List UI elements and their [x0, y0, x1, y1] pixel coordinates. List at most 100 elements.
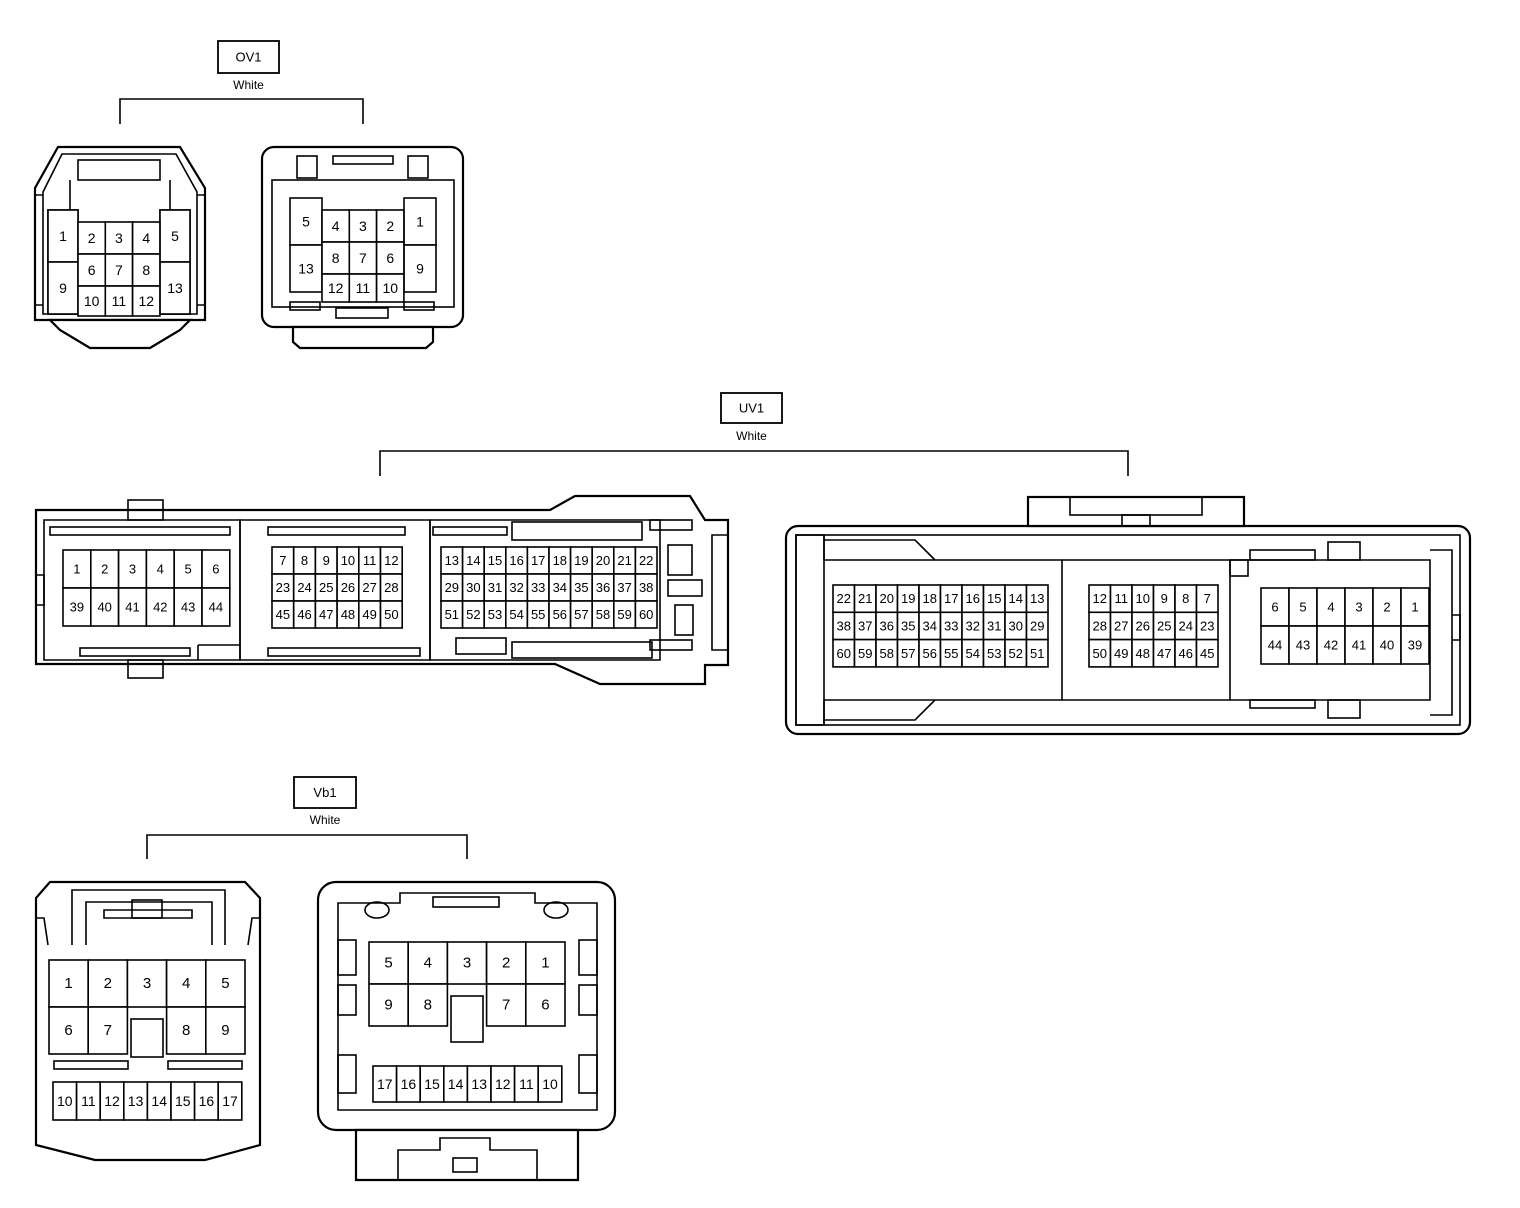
- pin-number: 12: [1093, 591, 1107, 606]
- pin-number: 2: [1383, 600, 1390, 615]
- pin-number: 35: [574, 580, 588, 595]
- pin-number: 16: [509, 553, 523, 568]
- pin-number: 13: [445, 553, 459, 568]
- vb1-color-label: White: [310, 813, 341, 827]
- pin-number: 13: [1030, 591, 1044, 606]
- pin-cell: [48, 1006, 90, 1055]
- pin-number: 12: [384, 553, 398, 568]
- pin-number: 31: [488, 580, 502, 595]
- pin-cavity-empty: [130, 1018, 164, 1058]
- pin-number: 25: [1157, 618, 1171, 633]
- pin-number: 33: [531, 580, 545, 595]
- pin-number: 28: [384, 580, 398, 595]
- pin-cell: [634, 600, 658, 629]
- pin-number: 2: [386, 218, 394, 234]
- pin-number: 31: [987, 618, 1001, 633]
- pin-number: 30: [1009, 618, 1023, 633]
- pin-cell: [205, 959, 246, 1008]
- pin-number: 17: [377, 1076, 393, 1092]
- pin-cell: [375, 273, 405, 303]
- pin-number: 1: [64, 975, 72, 992]
- pin-number: 6: [1271, 600, 1278, 615]
- pin-cell: [62, 587, 92, 627]
- pin-number: 51: [445, 607, 459, 622]
- pin-number: 27: [362, 580, 376, 595]
- pin-number: 11: [81, 1093, 96, 1109]
- pin-cell: [173, 549, 203, 589]
- pin-number: 22: [837, 591, 851, 606]
- uv1-bracket: [379, 450, 1129, 476]
- pin-number: 6: [386, 250, 394, 266]
- pin-number: 43: [1296, 638, 1310, 653]
- pin-number: 21: [858, 591, 872, 606]
- pin-cell: [1372, 587, 1402, 627]
- pin-cell: [159, 261, 191, 315]
- pin-number: 18: [923, 591, 937, 606]
- pin-cell: [1400, 587, 1430, 627]
- pin-number: 3: [463, 955, 471, 972]
- pin-number: 38: [639, 580, 653, 595]
- pin-cell: [1400, 625, 1430, 665]
- pin-number: 5: [221, 975, 229, 992]
- pin-number: 7: [502, 997, 510, 1014]
- pin-number: 52: [1009, 646, 1023, 661]
- ov1-bracket: [119, 98, 364, 124]
- pin-number: 2: [502, 955, 510, 972]
- pin-number: 5: [184, 562, 191, 577]
- pin-number: 21: [617, 553, 631, 568]
- pin-number: 8: [142, 262, 150, 278]
- pin-number: 9: [416, 261, 424, 277]
- pin-number: 26: [1136, 618, 1150, 633]
- pin-number: 11: [363, 553, 377, 568]
- pin-number: 25: [319, 580, 333, 595]
- pin-number: 11: [519, 1076, 534, 1092]
- pin-number: 9: [221, 1022, 229, 1039]
- pin-number: 8: [424, 997, 432, 1014]
- pin-number: 20: [596, 553, 610, 568]
- pin-number: 12: [328, 280, 344, 296]
- pin-number: 7: [359, 250, 367, 266]
- uv1-color-label: White: [736, 429, 767, 443]
- pin-number: 23: [276, 580, 290, 595]
- pin-number: 6: [64, 1022, 72, 1039]
- pin-number: 17: [944, 591, 958, 606]
- pin-number: 37: [858, 618, 872, 633]
- pin-number: 17: [531, 553, 545, 568]
- pin-cell: [87, 1006, 129, 1055]
- pin-number: 3: [129, 562, 136, 577]
- pin-cell: [348, 273, 378, 303]
- pin-number: 6: [212, 562, 219, 577]
- pin-number: 45: [1200, 646, 1214, 661]
- pin-number: 13: [128, 1093, 144, 1109]
- pin-number: 1: [1411, 600, 1418, 615]
- vb1-bracket: [146, 834, 468, 859]
- pin-number: 2: [88, 230, 96, 246]
- pin-number: 42: [1324, 638, 1338, 653]
- pin-number: 50: [384, 607, 398, 622]
- pin-number: 15: [987, 591, 1001, 606]
- pin-number: 10: [84, 293, 100, 309]
- pin-cell: [1195, 638, 1219, 668]
- pin-number: 55: [944, 646, 958, 661]
- pin-number: 19: [901, 591, 915, 606]
- pin-number: 44: [1268, 638, 1282, 653]
- pin-number: 11: [1115, 591, 1129, 606]
- pin-cell: [321, 273, 351, 303]
- pin-number: 3: [1355, 600, 1362, 615]
- pin-number: 53: [488, 607, 502, 622]
- pin-number: 16: [199, 1093, 215, 1109]
- pin-number: 1: [59, 228, 67, 244]
- pin-number: 49: [362, 607, 376, 622]
- pin-number: 43: [181, 600, 195, 615]
- pin-cell: [1288, 625, 1318, 665]
- pin-number: 5: [1299, 600, 1306, 615]
- pin-number: 7: [104, 1022, 112, 1039]
- pin-number: 16: [966, 591, 980, 606]
